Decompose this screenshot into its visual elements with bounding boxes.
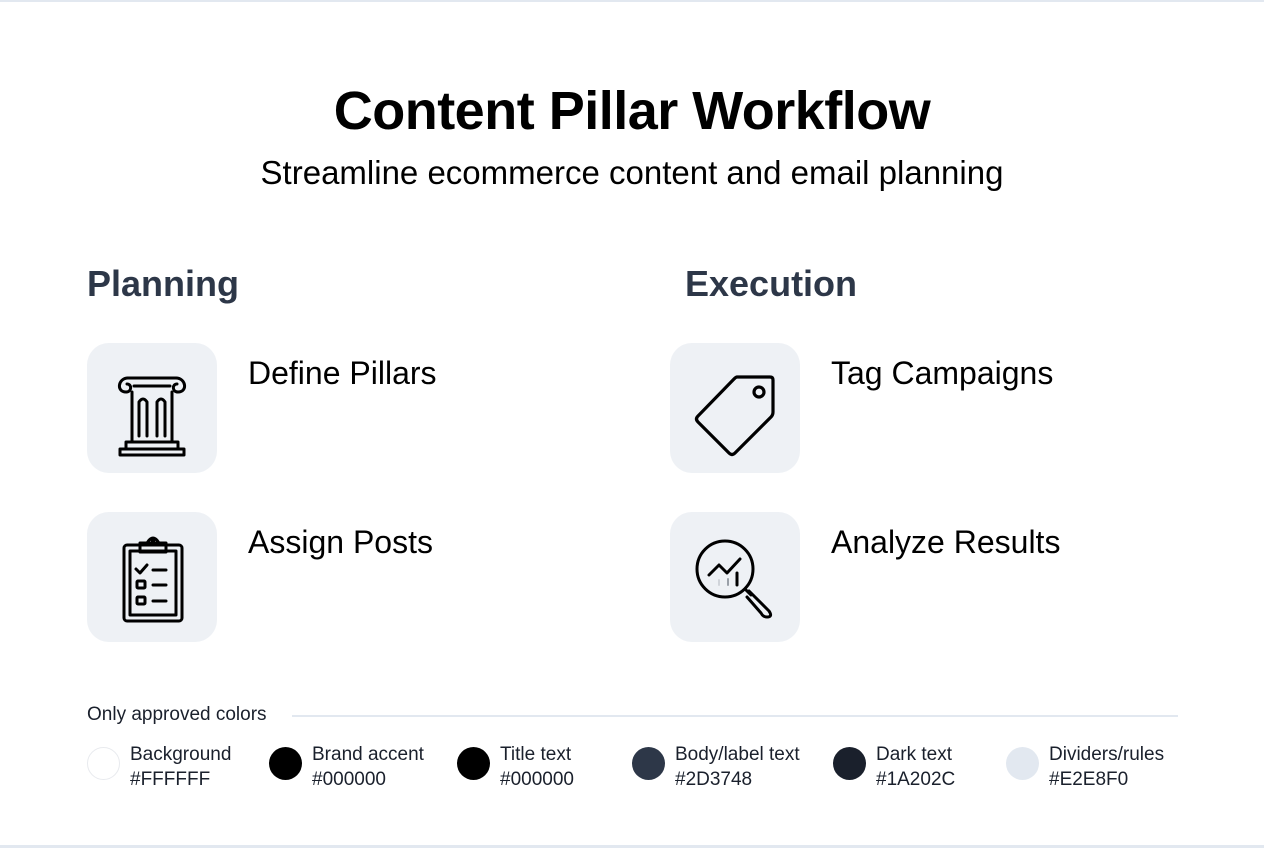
color-dot bbox=[1006, 747, 1039, 780]
swatch-name: Background bbox=[130, 744, 232, 765]
color-dot bbox=[269, 747, 302, 780]
step-label: Define Pillars bbox=[248, 355, 437, 391]
pillar-column-icon bbox=[87, 343, 217, 473]
page-title: Content Pillar Workflow bbox=[333, 81, 931, 141]
swatch-hex: #FFFFFF bbox=[130, 769, 211, 790]
section-heading-planning: Planning bbox=[87, 263, 239, 304]
legend-divider bbox=[292, 715, 1178, 717]
swatch-hex: #2D3748 bbox=[675, 769, 753, 790]
color-dot bbox=[833, 747, 866, 780]
swatch-name: Title text bbox=[500, 744, 572, 765]
color-dot bbox=[457, 747, 490, 780]
step-tag-campaigns: Tag Campaigns bbox=[670, 343, 1170, 473]
swatch-name: Dark text bbox=[876, 744, 953, 765]
magnifier-chart-icon bbox=[670, 512, 800, 642]
section-heading-execution: Execution bbox=[685, 263, 858, 304]
price-tag-icon bbox=[670, 343, 800, 473]
page-subtitle: Streamline ecommerce content and email p… bbox=[260, 154, 1004, 191]
swatch-hex: #E2E8F0 bbox=[1049, 769, 1129, 790]
legend-title: Only approved colors bbox=[87, 704, 267, 725]
swatch-hex: #000000 bbox=[500, 769, 574, 790]
top-border bbox=[0, 0, 1264, 2]
bottom-border bbox=[0, 845, 1264, 848]
swatch-name: Body/label text bbox=[675, 744, 800, 765]
step-assign-posts: Assign Posts bbox=[87, 512, 587, 642]
color-dot bbox=[632, 747, 665, 780]
swatch-name: Brand accent bbox=[312, 744, 424, 765]
step-analyze-results: Analyze Results bbox=[670, 512, 1170, 642]
step-label: Analyze Results bbox=[831, 524, 1061, 560]
color-dot bbox=[87, 747, 120, 780]
swatch-name: Dividers/rules bbox=[1049, 744, 1165, 765]
swatch-hex: #000000 bbox=[312, 769, 386, 790]
step-define-pillars: Define Pillars bbox=[87, 343, 587, 473]
clipboard-checklist-icon bbox=[87, 512, 217, 642]
swatch-hex: #1A202C bbox=[876, 769, 956, 790]
step-label: Tag Campaigns bbox=[831, 355, 1054, 391]
step-label: Assign Posts bbox=[248, 524, 433, 560]
